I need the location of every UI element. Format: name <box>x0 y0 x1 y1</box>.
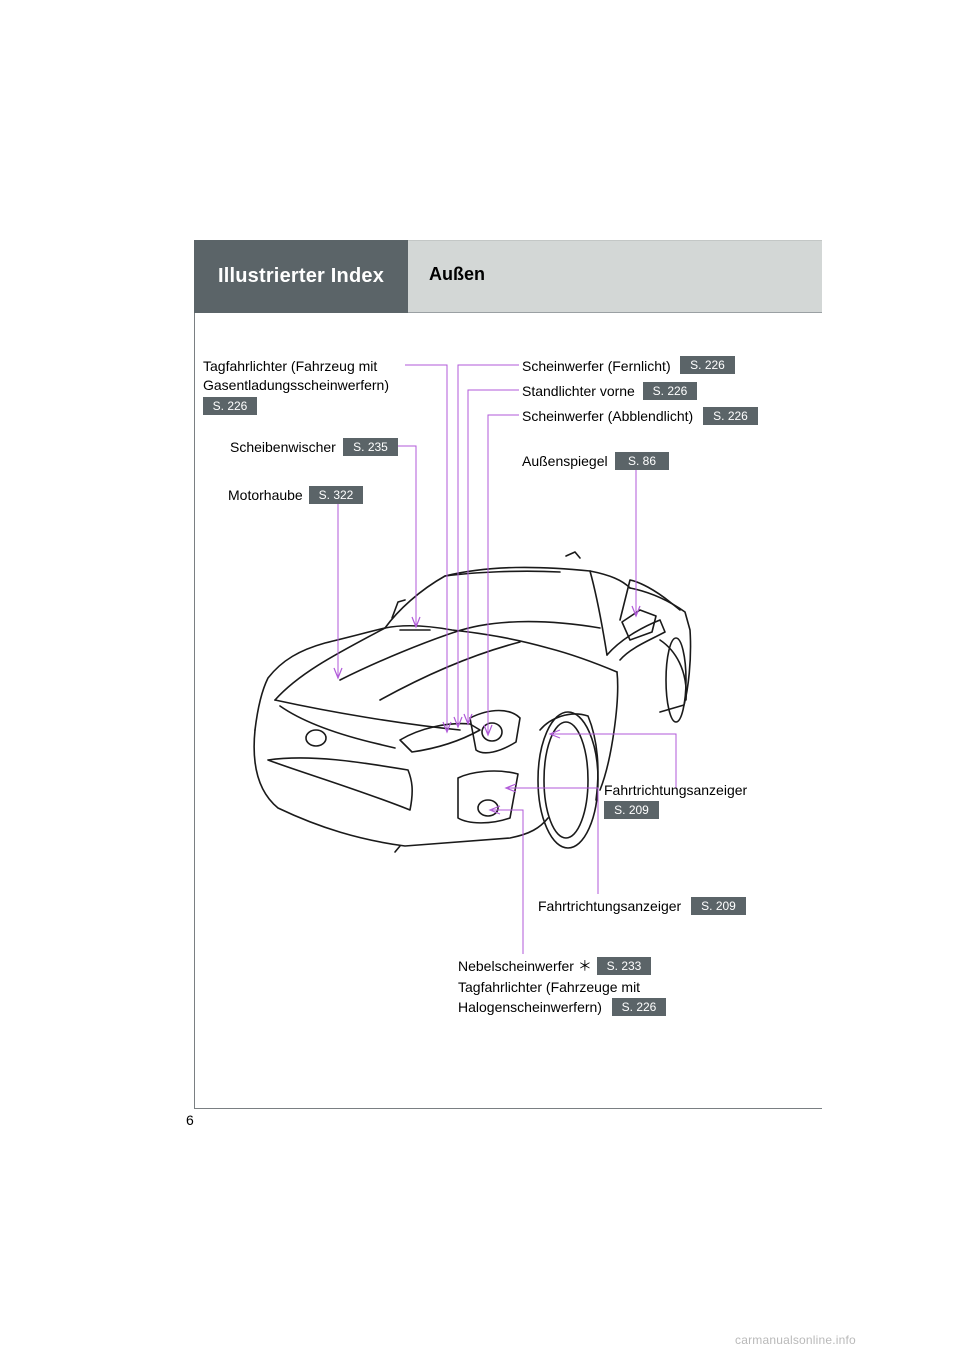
label-scheinwerfer-abblendlicht: Scheinwerfer (Abblendlicht) <box>522 408 694 424</box>
label-fahrtrichtungsanzeiger-vorne: Fahrtrichtungsanzeiger <box>538 898 682 914</box>
page-ref-nebelscheinwerfer[interactable]: S. 233 <box>597 957 651 975</box>
section-header: Illustrierter Index Außen <box>194 240 822 313</box>
label-tagfahrlichter-gas-line1: Tagfahrlichter (Fahrzeug mit <box>203 358 378 374</box>
label-standlichter-vorne: Standlichter vorne <box>522 383 635 399</box>
page-ref-fahrtrichtungsanzeiger-seite[interactable]: S. 209 <box>604 801 659 819</box>
page-title-bar: Außen <box>408 240 822 313</box>
car-outline <box>253 551 692 853</box>
label-nebelscheinwerfer: Nebelscheinwerfer ＊ <box>458 958 592 974</box>
label-scheinwerfer-fernlicht: Scheinwerfer (Fernlicht) <box>522 358 671 374</box>
section-title: Illustrierter Index <box>217 265 385 287</box>
page-ref-scheinwerfer-fernlicht[interactable]: S. 226 <box>680 356 735 374</box>
callout-arrows <box>333 605 641 815</box>
page-ref-aussenspiegel[interactable]: S. 86 <box>615 452 669 470</box>
frame-left-rule <box>194 313 195 1108</box>
page-ref-standlichter-vorne[interactable]: S. 226 <box>643 382 697 400</box>
page-ref-fahrtrichtungsanzeiger-vorne[interactable]: S. 209 <box>691 897 746 915</box>
callout-lines <box>337 364 677 954</box>
page-ref-scheinwerfer-abblendlicht[interactable]: S. 226 <box>703 407 758 425</box>
label-tagfahrlichter-halogen-line1: Tagfahrlichter (Fahrzeuge mit <box>458 979 641 995</box>
label-aussenspiegel: Außenspiegel <box>522 453 608 469</box>
label-motorhaube: Motorhaube <box>228 487 303 503</box>
page-ref-scheibenwischer[interactable]: S. 235 <box>343 438 398 456</box>
page-ref-motorhaube[interactable]: S. 322 <box>309 486 363 504</box>
label-tagfahrlichter-halogen-line2: Halogenscheinwerfern) <box>458 999 602 1015</box>
page-title: Außen <box>429 264 485 284</box>
label-scheibenwischer: Scheibenwischer <box>230 439 336 455</box>
frame-bottom-rule <box>194 1108 822 1109</box>
label-fahrtrichtungsanzeiger-seite: Fahrtrichtungsanzeiger <box>604 782 748 798</box>
page-number: 6 <box>186 1112 194 1128</box>
section-tab: Illustrierter Index <box>194 240 408 313</box>
label-tagfahrlichter-gas-line2: Gasentladungsscheinwerfern) <box>203 377 389 393</box>
page-ref-tagfahrlichter-halogen[interactable]: S. 226 <box>612 998 666 1016</box>
watermark: carmanualsonline.info <box>735 1333 856 1347</box>
page-ref-tagfahrlichter-gas[interactable]: S. 226 <box>203 397 257 415</box>
